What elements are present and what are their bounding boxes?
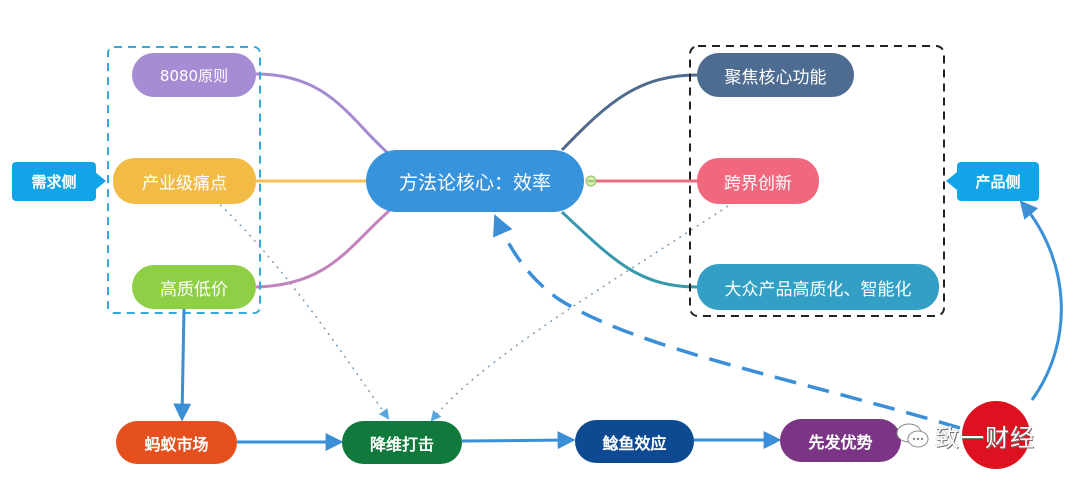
arrow-strike-to-catfish <box>461 431 576 450</box>
product-side-callout: 产品侧 <box>957 162 1039 201</box>
product-node-cross-innovation[interactable]: 跨界创新 <box>697 158 819 204</box>
product-node-mass-product[interactable]: 大众产品高质化、智能化 <box>697 264 939 310</box>
demand-side-callout: 需求侧 <box>12 162 96 201</box>
demand-node-quality-low-price[interactable]: 高质低价 <box>132 265 256 309</box>
watermark-text: 致一财经 <box>935 424 1035 452</box>
center-node[interactable]: 方法论核心：效率 <box>366 150 584 212</box>
flow-node-first-mover[interactable]: 先发优势 <box>780 419 901 462</box>
demand-node-8080[interactable]: 8080原则 <box>132 53 256 97</box>
watermark: 致一财经 <box>895 418 1035 453</box>
link-quality <box>255 208 391 289</box>
wechat-icon <box>896 423 929 447</box>
link-core-function <box>560 73 699 152</box>
dashed-arrow-end-to-center <box>493 214 961 430</box>
demand-callout-pointer <box>95 172 106 190</box>
product-callout-pointer <box>946 172 957 190</box>
demand-node-pain-point[interactable]: 产业级痛点 <box>113 158 256 204</box>
flow-node-dimension-strike[interactable]: 降维打击 <box>342 421 462 464</box>
dotted-link-pain-to-strike <box>214 199 390 420</box>
arrow-end-to-product-side <box>1019 200 1063 401</box>
dotted-link-innovation-to-strike <box>430 205 729 422</box>
flow-node-ant-market[interactable]: 蚂蚁市场 <box>116 421 237 464</box>
link-8080 <box>255 72 391 157</box>
product-node-core-function[interactable]: 聚焦核心功能 <box>697 53 854 97</box>
arrow-quality-to-ant-market <box>173 307 192 422</box>
product-group-border <box>689 45 945 317</box>
link-mass-product <box>560 210 699 289</box>
end-node <box>962 401 1030 469</box>
flow-node-catfish-effect[interactable]: 鲶鱼效应 <box>575 420 694 463</box>
